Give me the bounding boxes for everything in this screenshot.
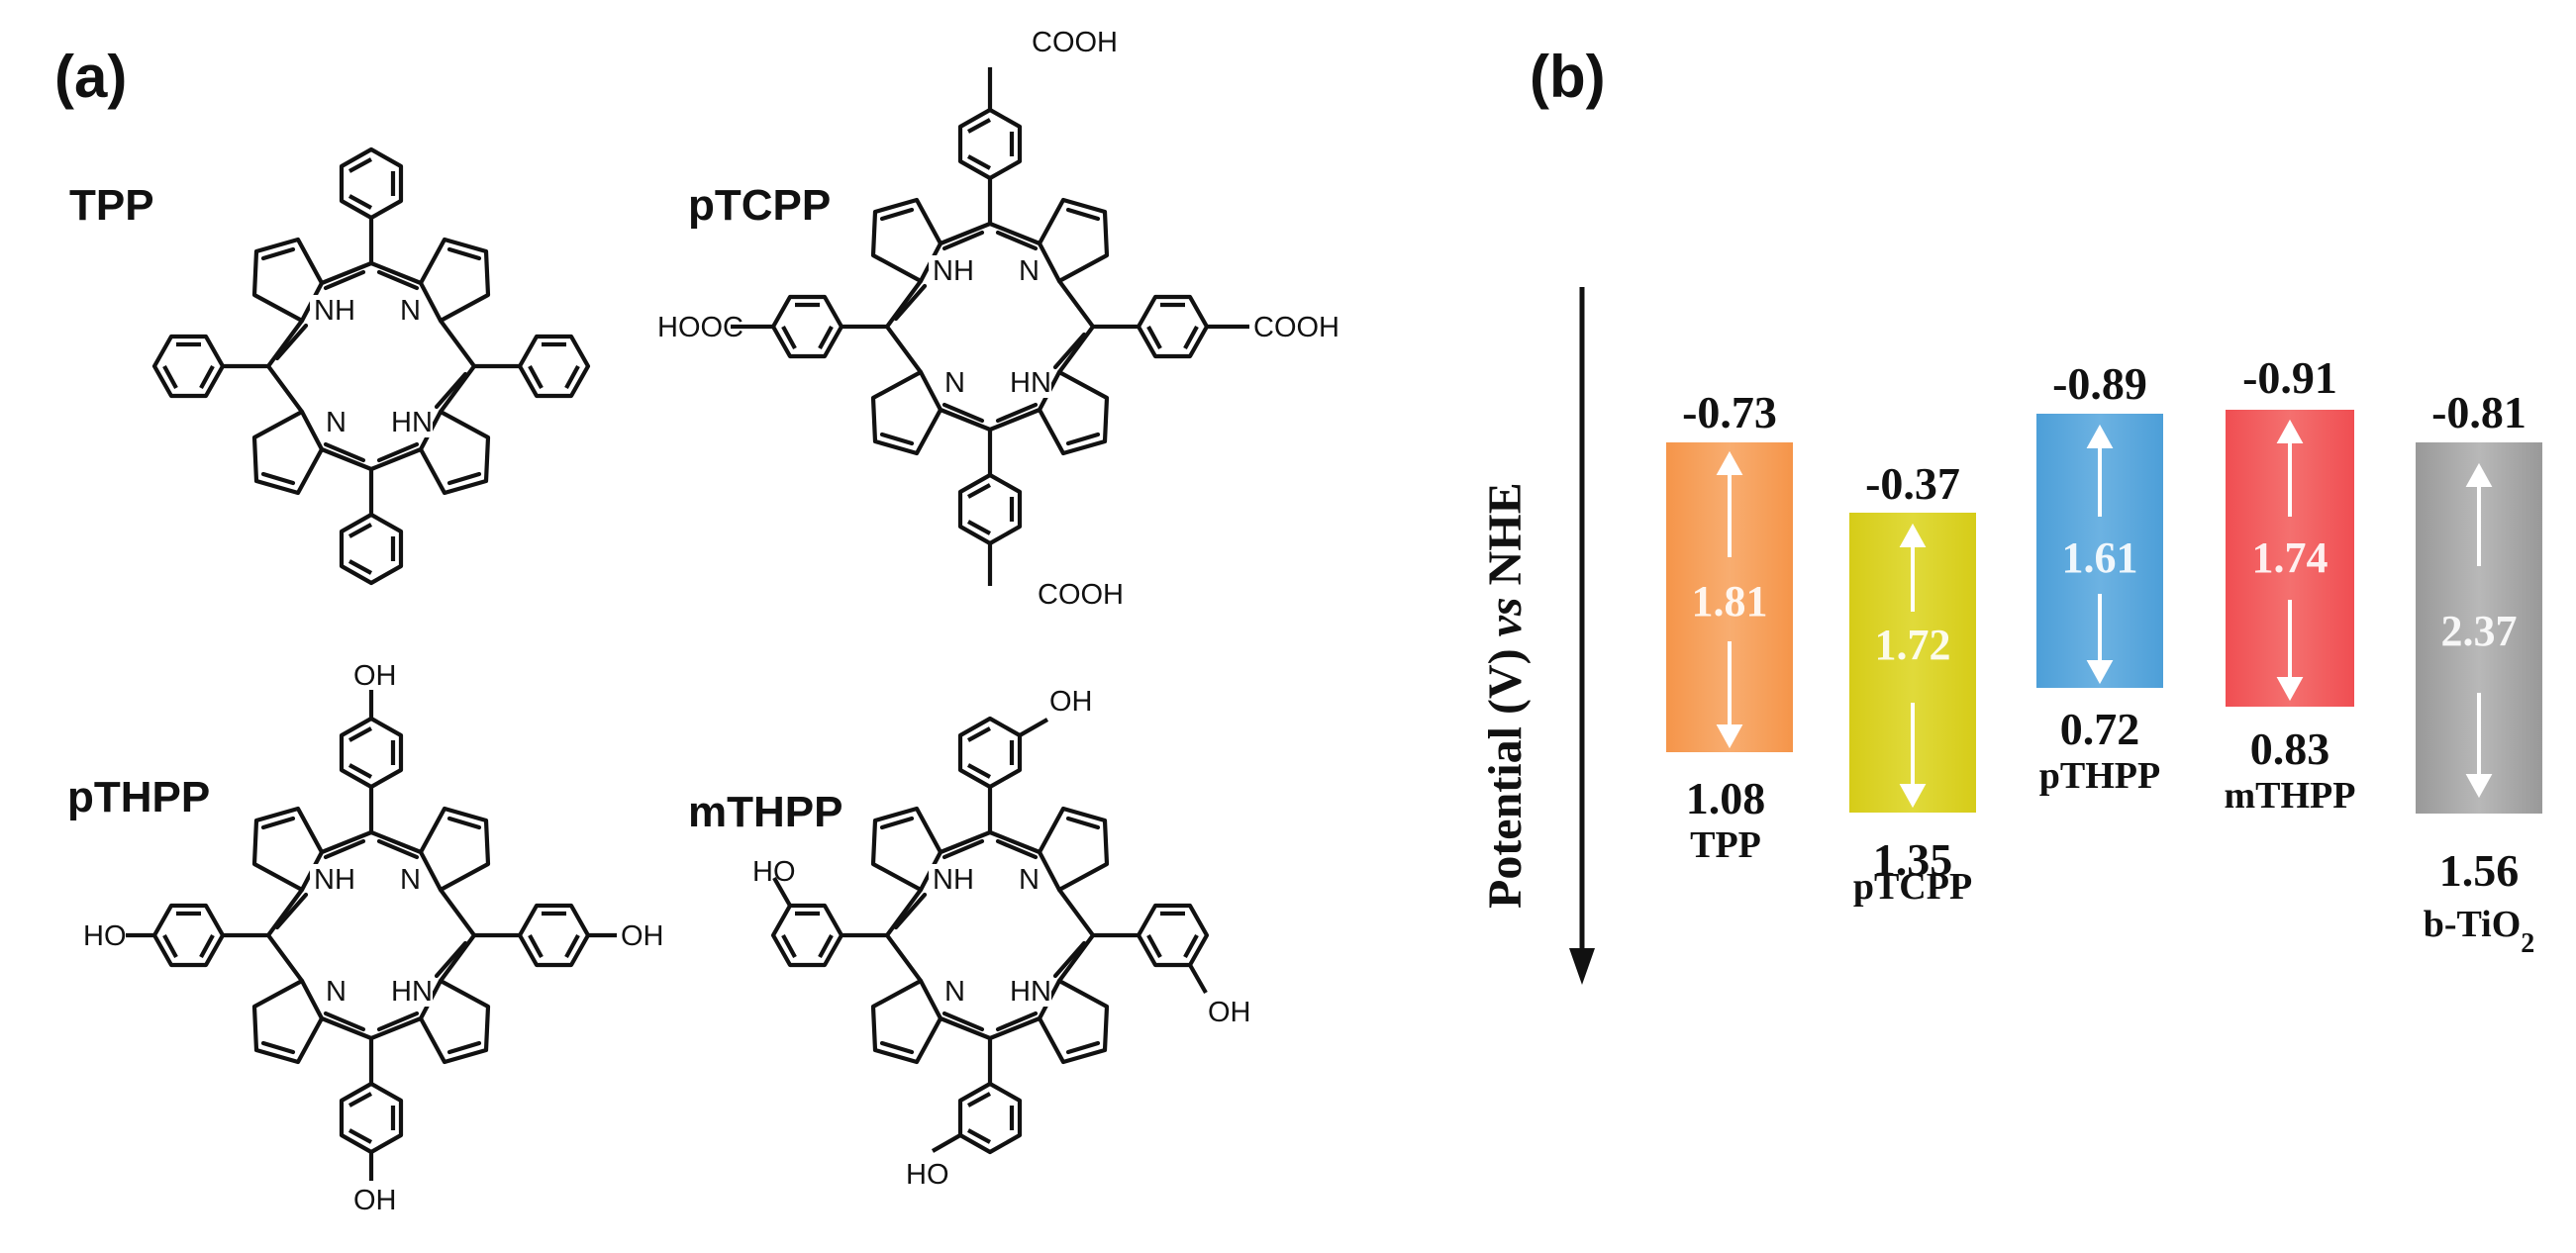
band-top-value-mthpp: -0.91 bbox=[2242, 352, 2337, 403]
molecule-pthpp: NH N N HN bbox=[126, 690, 617, 1181]
panel-a-label: (a) bbox=[54, 44, 127, 110]
band-bottom-value-mthpp: 0.83 bbox=[2250, 723, 2330, 774]
band-gap-tio2: 2.37 bbox=[2441, 607, 2518, 655]
substituent-bottom-pthpp: OH bbox=[353, 1185, 397, 1216]
substituent-bottom-mthpp: HO bbox=[906, 1159, 949, 1191]
band-bottom-value-tio2: 1.56 bbox=[2439, 845, 2520, 896]
ring-atom-n: N bbox=[944, 976, 965, 1008]
substituent-left-ptcpp: HOOC bbox=[657, 312, 743, 343]
substituent-left-mthpp: HO bbox=[752, 856, 796, 888]
band-gap-pthpp: 1.61 bbox=[2062, 533, 2138, 582]
molecule-name-ptcpp: pTCPP bbox=[688, 181, 831, 230]
molecule-mthpp: NH N N HN bbox=[773, 719, 1207, 1152]
molecule-name-mthpp: mTHPP bbox=[688, 788, 842, 836]
band-name-mthpp: mTHPP bbox=[2225, 775, 2356, 817]
substituent-top-ptcpp: COOH bbox=[1032, 27, 1118, 58]
ring-atom-hn: HN bbox=[1010, 976, 1051, 1008]
band-gap-mthpp: 1.74 bbox=[2252, 533, 2328, 582]
substituent-top-pthpp: OH bbox=[353, 660, 397, 692]
ring-atom-n: N bbox=[400, 295, 421, 327]
substituent-top-mthpp: OH bbox=[1049, 686, 1093, 718]
band-gap-tpp: 1.81 bbox=[1692, 577, 1768, 626]
band-tio2: 2.37 -0.81 1.56 b-TiO2 bbox=[2416, 387, 2542, 959]
band-top-value-tpp: -0.73 bbox=[1682, 387, 1777, 437]
substituent-right-ptcpp: COOH bbox=[1253, 312, 1339, 343]
substituent-right-pthpp: OH bbox=[621, 920, 664, 952]
ring-atom-n: N bbox=[1019, 864, 1040, 896]
band-name-tio2: b-TiO2 bbox=[2424, 904, 2535, 959]
molecule-ptcpp: NH N N HN bbox=[731, 67, 1249, 586]
ring-atom-hn: HN bbox=[1010, 367, 1051, 399]
band-mthpp: 1.74 -0.91 0.83 mTHPP bbox=[2225, 352, 2356, 817]
substituent-right-mthpp: OH bbox=[1208, 997, 1251, 1028]
potential-axis-arrow bbox=[1569, 287, 1595, 985]
ring-atom-n: N bbox=[326, 976, 347, 1008]
band-bottom-value-ptcpp: 1.35 bbox=[1873, 834, 1953, 885]
potential-axis-label: Potential (V) vs NHE bbox=[1479, 482, 1532, 909]
band-name-tpp: TPP bbox=[1690, 824, 1761, 866]
ring-atom-nh: NH bbox=[933, 255, 974, 287]
band-top-value-ptcpp: -0.37 bbox=[1865, 458, 1960, 509]
molecule-name-pthpp: pTHPP bbox=[67, 773, 210, 821]
ring-atom-n: N bbox=[326, 407, 347, 438]
ring-atom-n: N bbox=[944, 367, 965, 399]
panel-b-label: (b) bbox=[1530, 44, 1606, 110]
ring-atom-nh: NH bbox=[314, 864, 355, 896]
substituent-bottom-ptcpp: COOH bbox=[1038, 579, 1124, 611]
ring-atom-n: N bbox=[400, 864, 421, 896]
ring-atom-nh: NH bbox=[933, 864, 974, 896]
band-tpp: 1.81 -0.73 1.08 TPP bbox=[1666, 387, 1793, 866]
band-name-ptcpp: pTCPP bbox=[1853, 866, 1972, 908]
band-top-value-pthpp: -0.89 bbox=[2052, 358, 2147, 409]
band-pthpp: 1.61 -0.89 0.72 pTHPP bbox=[2036, 358, 2163, 797]
band-gap-ptcpp: 1.72 bbox=[1875, 621, 1951, 669]
ring-atom-hn: HN bbox=[391, 407, 433, 438]
band-top-value-tio2: -0.81 bbox=[2431, 387, 2526, 437]
band-name-pthpp: pTHPP bbox=[2039, 755, 2160, 797]
molecule-name-tpp: TPP bbox=[69, 181, 154, 230]
substituent-left-pthpp: HO bbox=[83, 920, 127, 952]
ring-atom-hn: HN bbox=[391, 976, 433, 1008]
band-ptcpp: 1.72 -0.37 1.35 pTCPP bbox=[1849, 458, 1976, 908]
ring-atom-nh: NH bbox=[314, 295, 355, 327]
ring-atom-n: N bbox=[1019, 255, 1040, 287]
molecule-tpp: NH N N HN bbox=[154, 149, 588, 583]
band-bottom-value-tpp: 1.08 bbox=[1686, 773, 1766, 823]
band-bottom-value-pthpp: 0.72 bbox=[2060, 704, 2140, 754]
